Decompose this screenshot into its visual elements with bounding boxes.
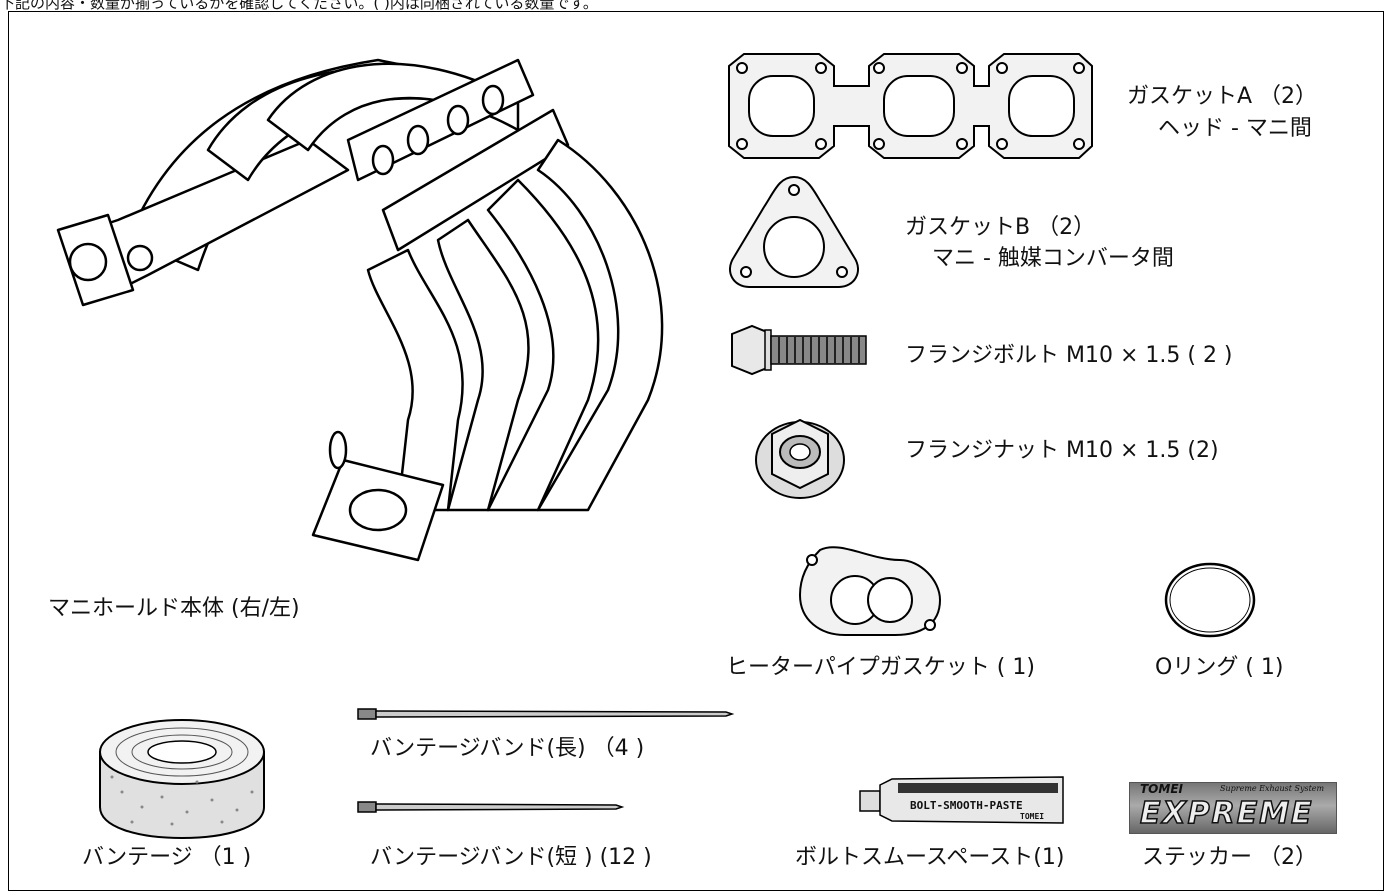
sticker-brand: TOMEI xyxy=(1140,782,1183,796)
o-ring-label: Oリング ( 1) xyxy=(1155,655,1284,680)
band-long-illustration xyxy=(356,704,736,724)
manifold-illustration xyxy=(48,40,688,600)
band-short-illustration xyxy=(356,797,626,817)
paste-tube-brand: TOMEI xyxy=(1020,812,1045,821)
bandage-roll-illustration xyxy=(92,712,272,842)
flange-nut-label: フランジナット M10 × 1.5 (2) xyxy=(905,438,1219,463)
sticker-tagline: Supreme Exhaust System xyxy=(1220,784,1325,793)
paste-tube-name: BOLT-SMOOTH-PASTE xyxy=(910,799,1023,812)
heater-gasket-illustration xyxy=(790,540,950,640)
notice-text: 下記の内容・数量が揃っているかを確認してください。( )内は同梱されている数量で… xyxy=(0,0,598,12)
bandage-label: バンテージ （1 ) xyxy=(82,845,252,870)
paste-tube-illustration xyxy=(858,775,1068,825)
manifold-label: マニホールド本体 (右/左) xyxy=(48,596,300,621)
band-long-label: バンテージバンド(長) （4 ) xyxy=(370,736,645,761)
gasket-b-name: ガスケットB （2） xyxy=(905,215,1096,240)
paste-label: ボルトスムースペースト(1) xyxy=(795,845,1065,870)
flange-bolt-illustration xyxy=(727,322,872,378)
flange-nut-illustration xyxy=(752,412,848,502)
band-short-label: バンテージバンド(短 ) (12 ) xyxy=(370,845,652,870)
o-ring-illustration xyxy=(1160,560,1260,640)
sticker-label: ステッカー （2） xyxy=(1142,845,1317,870)
heater-gasket-label: ヒーターパイプガスケット ( 1) xyxy=(726,655,1035,680)
gasket-b-desc: マニ - 触媒コンバータ間 xyxy=(932,246,1174,271)
sticker-illustration: TOMEI Supreme Exhaust System EXPREME xyxy=(1129,782,1337,834)
gasket-a-illustration xyxy=(724,46,1096,166)
sticker-logo: EXPREME xyxy=(1139,795,1314,832)
gasket-a-desc: ヘッド - マニ間 xyxy=(1158,116,1312,141)
gasket-b-illustration xyxy=(724,172,864,292)
flange-bolt-label: フランジボルト M10 × 1.5 ( 2 ) xyxy=(905,343,1233,368)
gasket-a-name: ガスケットA （2） xyxy=(1127,84,1318,109)
